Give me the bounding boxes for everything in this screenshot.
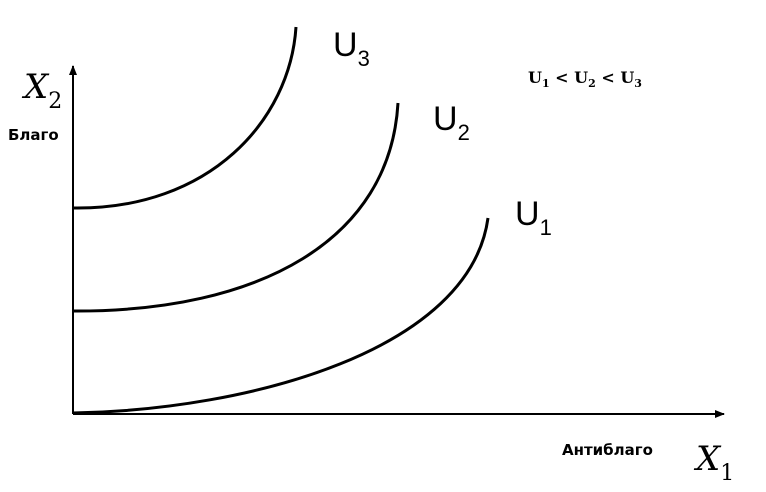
curve-label-u1: U1 [515,195,552,240]
curve-label-u3: U3 [333,26,370,71]
y-axis-caption: Благо [8,126,59,144]
indifference-curve-u1 [72,217,490,415]
x-axis-label: X1 [696,439,735,486]
y-axis-label: X2 [24,67,63,114]
utility-ordering: U1 < U2 < U3 [528,68,642,90]
indifference-curve-u2 [72,102,400,313]
curve-label-u2: U2 [433,100,470,145]
x-axis-caption: Антиблаго [562,441,653,459]
indifference-curve-u3 [72,26,298,210]
